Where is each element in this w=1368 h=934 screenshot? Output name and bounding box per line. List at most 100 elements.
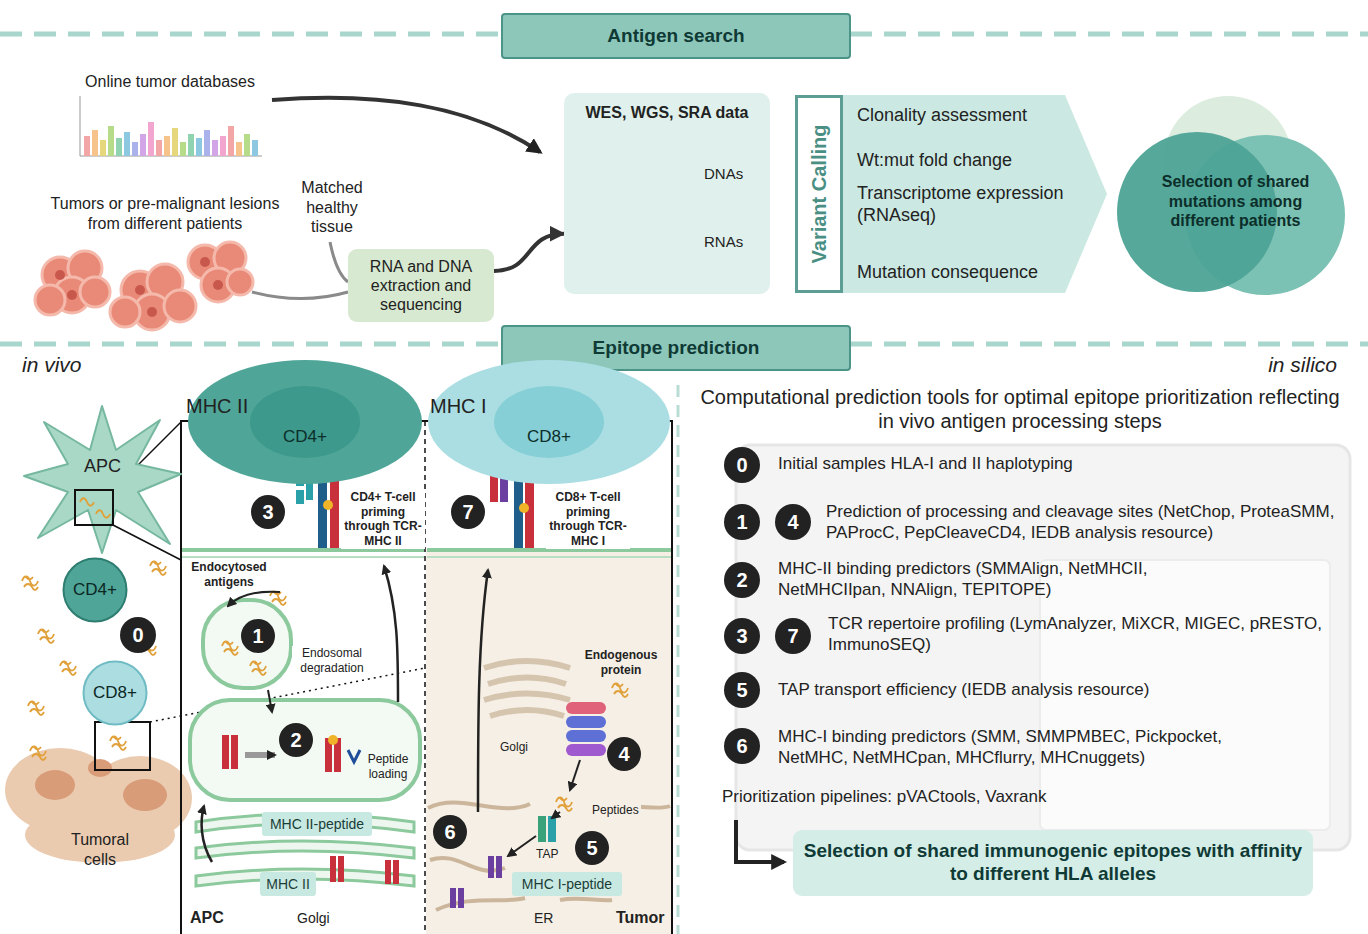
deco-use: [28, 702, 44, 716]
deco-path: [484, 661, 570, 668]
deco-path: [552, 812, 560, 818]
deco-rect: [296, 490, 304, 504]
deco-rect: [496, 856, 502, 878]
callout-number: 0: [120, 617, 156, 653]
deco-use: [150, 562, 166, 576]
deco-rect: [172, 128, 178, 156]
node-text: Wt:mut fold change: [857, 150, 1097, 172]
deco-line: [677, 385, 680, 934]
label: MHC I: [430, 394, 550, 418]
deco-circle: [84, 662, 147, 725]
node-text: 6: [444, 820, 455, 844]
label: Prioritization pipelines: pVACtools, Vax…: [722, 787, 1322, 808]
deco-path: [196, 814, 414, 832]
deco-rect: [190, 700, 420, 800]
deco-ellipse: [494, 386, 604, 458]
deco-rect: [252, 140, 258, 156]
deco-rect: [220, 136, 226, 156]
deco-path: [478, 570, 488, 812]
node-text: CD8+: [428, 427, 670, 448]
deco-use: [222, 642, 238, 656]
node-text: MHC II: [266, 876, 310, 893]
deco-rect: [338, 856, 344, 882]
callout-number: 5: [724, 672, 760, 708]
callout-number: 5: [575, 831, 609, 865]
diagram-node: Selection of shared mutations among diff…: [1115, 90, 1355, 300]
deco-rect: [164, 136, 170, 156]
callout-number: 3: [724, 618, 760, 654]
diagram-node: CD4+: [188, 422, 422, 484]
label: CD8+ T-cell priming through TCR-MHC I: [546, 490, 630, 549]
deco-path: [484, 694, 570, 701]
deco-path: [245, 752, 275, 758]
callout-number: 1: [241, 619, 275, 653]
deco-circle: [147, 307, 157, 317]
label: Tumor: [614, 908, 667, 928]
deco-circle: [227, 269, 253, 295]
callout-number: 7: [775, 618, 811, 654]
deco-rect: [203, 600, 291, 688]
node-text: Variant Calling: [807, 125, 831, 264]
deco-path: [348, 750, 360, 762]
diagram-node: MHC II-peptide: [262, 812, 372, 836]
deco-circle: [35, 285, 65, 315]
node-text: CD8+: [93, 683, 137, 703]
deco-ellipse: [35, 770, 75, 800]
deco-use: [556, 798, 572, 812]
deco-ellipse: [188, 360, 422, 484]
deco-rect: [538, 816, 546, 842]
deco-g: [35, 242, 253, 330]
node-text: CD4+: [73, 580, 117, 600]
shape-outline: [20, 402, 185, 555]
diagram-node: WES, WGS, SRA dataDNAsRNAs: [564, 93, 770, 294]
deco-path: [268, 690, 272, 712]
node-text: 1: [252, 624, 263, 648]
deco-circle: [67, 290, 77, 300]
callout-number: 6: [724, 728, 760, 764]
callout-number: 7: [451, 495, 485, 529]
node-text: 2: [736, 568, 747, 592]
label: Endosomal degradation: [292, 646, 372, 675]
node-text: 6: [736, 734, 747, 758]
deco-circle: [80, 277, 110, 307]
node-text: Selection of shared immunogenic epitopes…: [803, 840, 1303, 886]
callout-number: 4: [775, 504, 811, 540]
deco-path: [436, 898, 525, 910]
label: Golgi: [498, 740, 530, 755]
deco-rect: [188, 134, 194, 156]
deco-circle: [328, 735, 338, 745]
deco-ellipse: [123, 779, 167, 811]
deco-rect: [116, 138, 122, 156]
deco-rect: [108, 126, 114, 156]
deco-rect: [231, 735, 238, 769]
deco-use: [22, 577, 38, 591]
label: Peptide loading: [362, 752, 414, 781]
diagram-node: Antigen search: [501, 13, 851, 59]
deco-rect: [100, 140, 106, 156]
deco-ellipse: [428, 360, 670, 484]
deco-circle: [200, 257, 210, 267]
deco-path: [196, 841, 414, 858]
deco-use: [250, 662, 266, 676]
callout-number: 2: [724, 562, 760, 598]
label: Endocytosed antigens: [184, 560, 274, 589]
diagram-node: Variant Calling: [795, 95, 843, 293]
label: in vivo: [22, 352, 142, 378]
node-text: 7: [462, 500, 473, 524]
diagram-node: MHC II: [260, 872, 316, 896]
node-text: WES, WGS, SRA data: [564, 103, 770, 123]
deco-circle: [64, 559, 127, 622]
deco-path: [80, 498, 110, 518]
diagram-node: APC: [20, 402, 185, 555]
node-text: MHC I-peptide: [522, 876, 612, 893]
label: Tumors or pre-malignant lesions from dif…: [40, 194, 290, 233]
deco-rect: [92, 130, 98, 156]
deco-ellipse: [250, 386, 360, 458]
deco-use: [60, 662, 76, 676]
node-text: 0: [132, 623, 143, 647]
node-text: Transcriptome expression (RNAseq): [857, 183, 1092, 227]
callout-number: 0: [724, 447, 760, 483]
deco-rect: [458, 888, 464, 908]
deco-path: [272, 98, 540, 152]
